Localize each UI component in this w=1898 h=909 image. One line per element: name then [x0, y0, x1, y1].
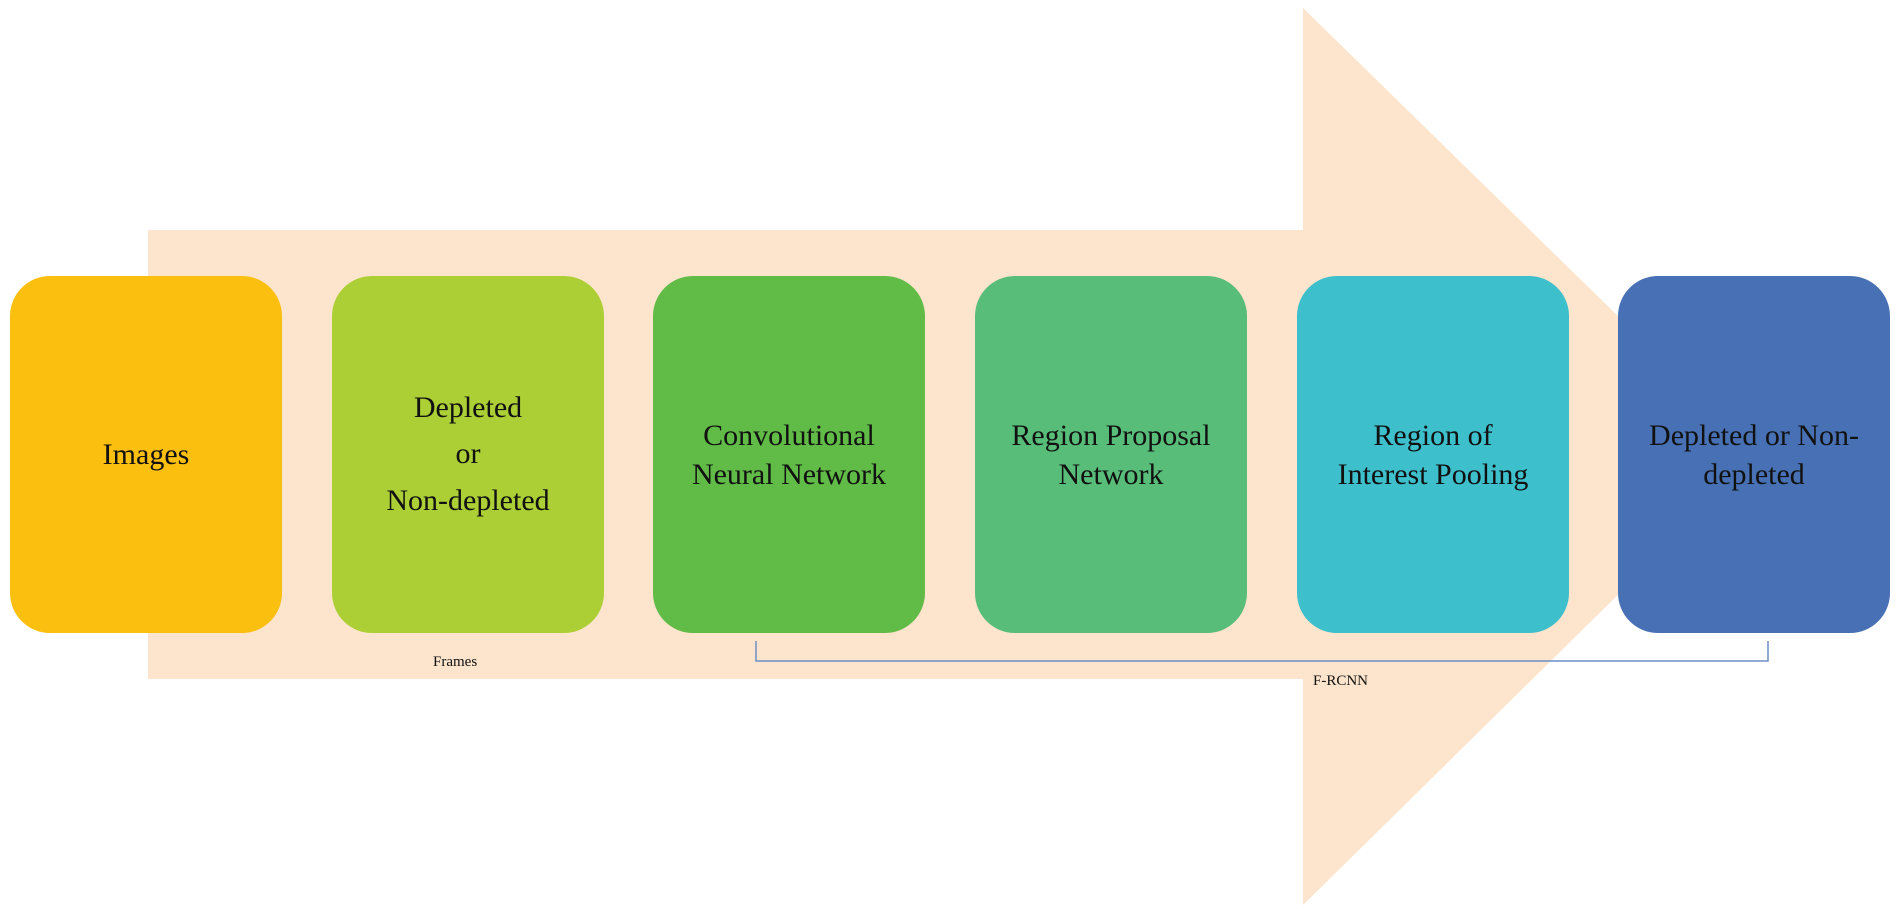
- stage-frames-line-1: Depleted: [413, 390, 523, 424]
- stage-output-box: Depleted or Non- depleted: [1618, 276, 1890, 633]
- frcnn-caption: F-RCNN: [1313, 673, 1369, 689]
- stage-frames-line-2: or: [455, 437, 481, 471]
- frames-caption: Frames: [433, 654, 478, 670]
- stage-roi-line-2: Interest Pooling: [1337, 457, 1529, 491]
- stage-images-box: Images: [10, 276, 282, 633]
- stage-roi-line-1: Region of: [1373, 418, 1493, 452]
- stage-rpn-line-2: Network: [1058, 457, 1164, 491]
- stage-rpn-line-1: Region Proposal: [1011, 418, 1211, 452]
- stage-frames-box: Depleted or Non-depleted: [332, 276, 604, 633]
- stage-cnn-line-2: Neural Network: [691, 457, 887, 491]
- stage-cnn-line-1: Convolutional: [703, 418, 875, 452]
- stage-rpn-box: Region Proposal Network: [975, 276, 1247, 633]
- stage-output-line-2: depleted: [1703, 457, 1805, 491]
- stage-roi-box: Region of Interest Pooling: [1297, 276, 1569, 633]
- flow-arrow-shape: [148, 8, 1760, 905]
- stage-roi-label: Region of Interest Pooling: [1338, 416, 1529, 494]
- stage-output-label: Depleted or Non- depleted: [1649, 416, 1859, 494]
- stage-frames-line-3: Non-depleted: [386, 483, 550, 517]
- stage-images-label: Images: [103, 435, 190, 474]
- stage-frames-label: Depleted or Non-depleted: [386, 385, 549, 525]
- stage-cnn-box: Convolutional Neural Network: [653, 276, 925, 633]
- stage-rpn-label: Region Proposal Network: [1011, 416, 1210, 494]
- frcnn-bracket-line: [755, 641, 1769, 662]
- stage-cnn-label: Convolutional Neural Network: [692, 416, 886, 494]
- stage-output-line-1: Depleted or Non-: [1649, 418, 1859, 452]
- stage-images-line-1: Images: [102, 438, 190, 471]
